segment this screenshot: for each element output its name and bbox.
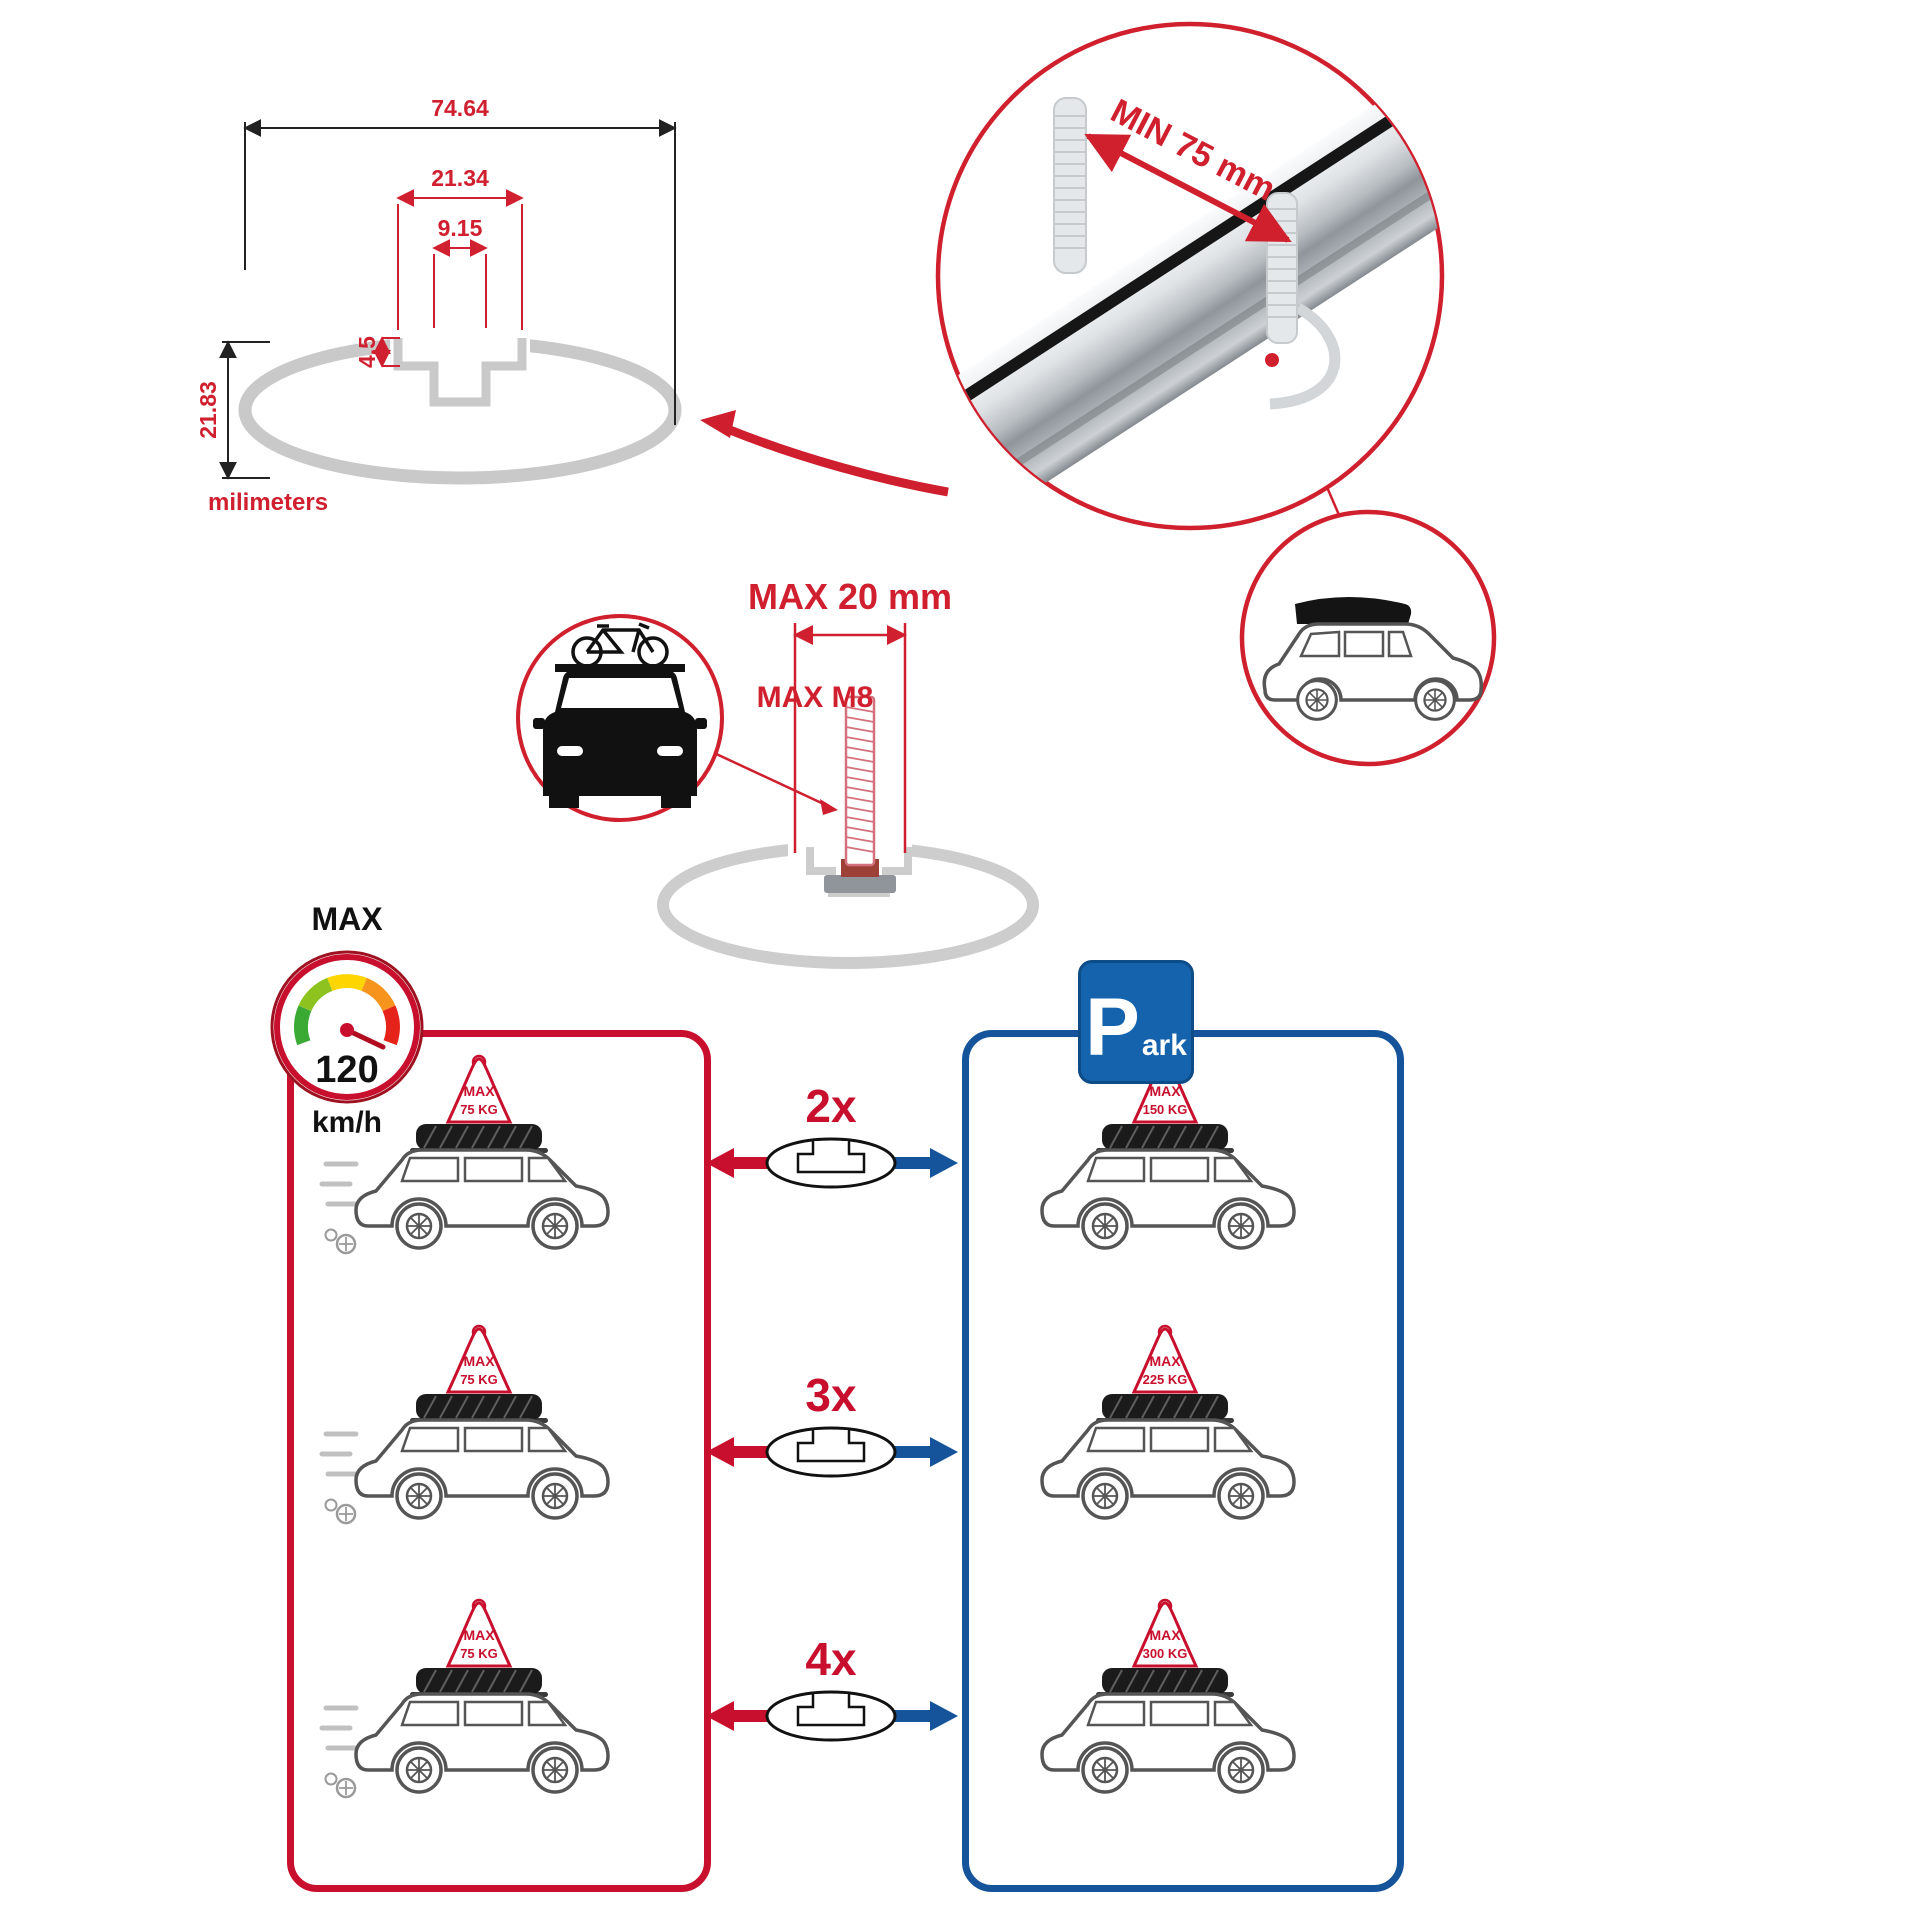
arrow-to-dimensions: [728, 425, 949, 497]
load-badge: MAX 300 KG: [1131, 1598, 1199, 1668]
badge-max-label: MAX: [1149, 1627, 1181, 1643]
threaded-stud-icon: [1053, 97, 1087, 274]
bolt-diagram: MAX 20 mm MAX M8: [657, 576, 1039, 969]
crossbar-profile-icon: [765, 1137, 897, 1189]
parked-car-2: MAX 225 KG: [1008, 1324, 1348, 1578]
multiplier-label: 2x: [805, 1080, 857, 1132]
arrow-left-icon: [706, 1148, 856, 1178]
parked-car-1: MAX 150 KG: [1008, 1054, 1348, 1308]
threaded-bolt-icon: [844, 695, 876, 867]
car-bike-circle: [516, 614, 724, 822]
aluminum-crossbar: [828, 52, 1442, 573]
crossbar-detail-circle: MIN 75 mm: [935, 21, 1445, 531]
t-slot-channel: [393, 338, 527, 407]
arrow-left-icon: [706, 1437, 856, 1467]
dim-total-width: 74.64: [431, 95, 489, 121]
headlight-icon: [557, 746, 583, 756]
badge-kg-label: 75 KG: [460, 1102, 498, 1117]
min-spacing-arrow: [1084, 133, 1292, 243]
headlight-icon: [657, 746, 683, 756]
parking-rest: ark: [1141, 1029, 1187, 1062]
dim-lip-depth: 4.5: [354, 336, 380, 368]
arrow-right-icon: [806, 1148, 958, 1178]
badge-max-label: MAX: [463, 1353, 495, 1369]
badge-kg-label: 225 KG: [1143, 1372, 1188, 1387]
car-front-icon: [533, 664, 707, 808]
t-slot-icon: [796, 1430, 866, 1463]
badge-max-label: MAX: [1149, 1083, 1181, 1099]
t-bolt-head: [824, 875, 896, 893]
suv-icon: [1262, 597, 1483, 721]
badge-max-label: MAX: [463, 1627, 495, 1643]
crossbar-profile-icon: [765, 1690, 897, 1742]
badge-kg-label: 300 KG: [1143, 1646, 1188, 1661]
bar-end-cap: [828, 430, 950, 573]
badge-max-label: MAX: [463, 1083, 495, 1099]
t-slot-icon: [796, 1694, 866, 1727]
profile-dimension-drawing: 74.64 21.34 9.15 4.5 21.83 milimeters: [195, 95, 682, 516]
badge-max-label: MAX: [1149, 1353, 1181, 1369]
badge-kg-label: 75 KG: [460, 1372, 498, 1387]
driving-car-2: MAX 75 KG: [322, 1324, 662, 1578]
dim-slot-width: 9.15: [438, 215, 483, 241]
load-badge: MAX 75 KG: [445, 1598, 513, 1668]
load-badge: MAX 75 KG: [445, 1054, 513, 1124]
multiplier-label: 4x: [805, 1633, 857, 1685]
badge-kg-label: 75 KG: [460, 1646, 498, 1661]
speed-limit-gauge: MAX 120 km/h: [270, 901, 424, 1139]
t-slot-icon: [796, 1141, 866, 1174]
roof-box-icon: [1295, 597, 1412, 624]
speed-value: 120: [315, 1049, 378, 1091]
max-thread-label: MAX M8: [757, 681, 874, 714]
gauge-arcs: [294, 974, 400, 1046]
parking-letter: P: [1085, 982, 1140, 1074]
dim-total-height: 21.83: [195, 381, 221, 439]
connector-dot: [1265, 353, 1279, 367]
threaded-stud-icon: [1266, 192, 1298, 344]
speed-title: MAX: [311, 901, 383, 937]
parked-car-3: MAX 300 KG: [1008, 1598, 1348, 1852]
dim-mid-width: 21.34: [431, 165, 489, 191]
unit-label: milimeters: [208, 489, 328, 516]
driving-car-3: MAX 75 KG: [322, 1598, 662, 1852]
arrow-right-icon: [806, 1437, 958, 1467]
crossbar-profile-icon: [765, 1426, 897, 1478]
load-badge: MAX 225 KG: [1131, 1324, 1199, 1394]
arrow-right-icon: [806, 1701, 958, 1731]
multiplier-label: 3x: [805, 1369, 857, 1421]
speed-unit: km/h: [312, 1106, 382, 1139]
load-badge: MAX 75 KG: [445, 1324, 513, 1394]
arrow-left-icon: [706, 1701, 856, 1731]
driving-car-1: MAX 75 KG: [322, 1054, 662, 1308]
badge-kg-label: 150 KG: [1143, 1102, 1188, 1117]
max-width-label: MAX 20 mm: [748, 576, 952, 617]
suv-roofbox-circle: [1239, 509, 1497, 767]
